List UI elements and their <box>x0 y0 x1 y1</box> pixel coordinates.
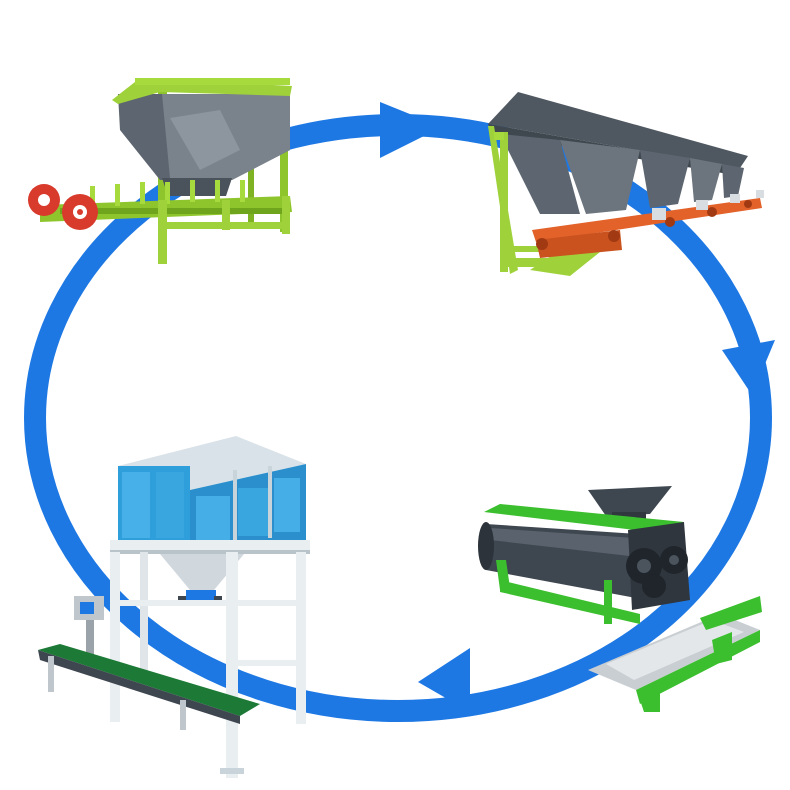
multi-bin-batching-machine-icon <box>488 92 764 276</box>
hopper-feeder-machine-icon <box>28 78 292 264</box>
drum-granulator-machine-icon <box>478 486 762 712</box>
flow-arrow-top-icon <box>380 102 442 158</box>
bagging-packing-machine-icon <box>38 436 310 778</box>
